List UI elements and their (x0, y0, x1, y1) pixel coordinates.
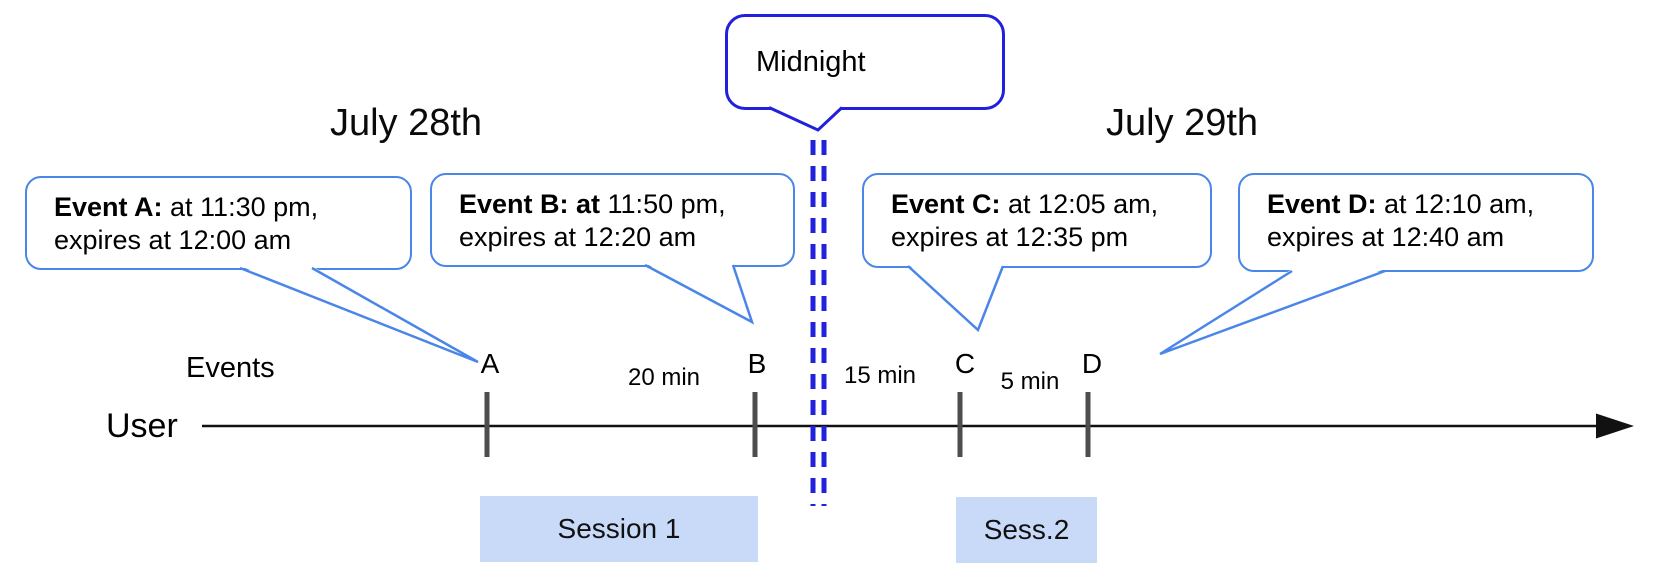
interval-label-15min: 15 min (843, 362, 917, 389)
event-b-line1: Event B: at 11:50 pm, (459, 188, 775, 221)
session-2-box: Sess.2 (956, 497, 1097, 563)
date-label-july-29: July 29th (1105, 102, 1259, 144)
event-a-pointer-icon (239, 266, 479, 364)
event-c-title: Event C: (891, 189, 1001, 219)
session-1-label: Session 1 (557, 513, 681, 544)
event-c-time: at 12:05 am, (1000, 189, 1159, 219)
event-b-time: 11:50 pm, (600, 189, 726, 219)
event-a-line2: expires at 12:00 am (54, 225, 292, 255)
event-callout-c: Event C: at 12:05 am, expires at 12:35 p… (862, 173, 1212, 268)
event-c-line1: Event C: at 12:05 am, (891, 188, 1192, 221)
event-c-pointer-icon (907, 265, 1005, 333)
event-b-pointer-fill (645, 263, 752, 322)
midnight-label: Midnight (756, 45, 866, 78)
event-callout-d: Event D: at 12:10 am, expires at 12:40 a… (1238, 173, 1594, 272)
event-d-title: Event D: (1267, 189, 1377, 219)
event-a-time: at 11:30 pm, (162, 192, 319, 222)
session-1-box: Session 1 (480, 496, 758, 562)
timeline-arrowhead-icon (1596, 413, 1634, 439)
event-b-line2: expires at 12:20 am (459, 222, 697, 252)
tick-label-a: A (480, 348, 500, 379)
event-a-line1: Event A: at 11:30 pm, (54, 191, 392, 224)
event-callout-b: Event B: at 11:50 pm, expires at 12:20 a… (430, 173, 795, 267)
event-d-pointer-fill (1160, 269, 1385, 354)
tick-label-b: B (747, 348, 767, 379)
event-d-time: at 12:10 am, (1376, 189, 1535, 219)
user-row-label: User (106, 407, 178, 445)
event-d-pointer-icon (1159, 269, 1386, 356)
interval-label-20min: 20 min (627, 364, 701, 391)
interval-label-5min: 5 min (1000, 368, 1060, 395)
event-b-title: Event B: at (459, 189, 601, 219)
midnight-pointer-icon (768, 106, 844, 132)
event-d-line2: expires at 12:40 am (1267, 222, 1505, 252)
events-row-label: Events (186, 352, 275, 384)
event-a-title: Event A: (54, 192, 163, 222)
event-callout-a: Event A: at 11:30 pm, expires at 12:00 a… (25, 176, 412, 270)
event-b-pointer-icon (644, 263, 755, 325)
tick-label-c: C (954, 348, 976, 379)
event-a-pointer-fill (240, 266, 478, 362)
event-c-line2: expires at 12:35 pm (891, 222, 1129, 252)
event-d-line1: Event D: at 12:10 am, (1267, 188, 1574, 221)
tick-label-d: D (1081, 348, 1103, 379)
session-2-label: Sess.2 (983, 514, 1070, 545)
date-label-july-28: July 28th (329, 102, 483, 144)
midnight-callout: Midnight (725, 14, 1005, 110)
event-c-pointer-fill (908, 264, 1003, 330)
